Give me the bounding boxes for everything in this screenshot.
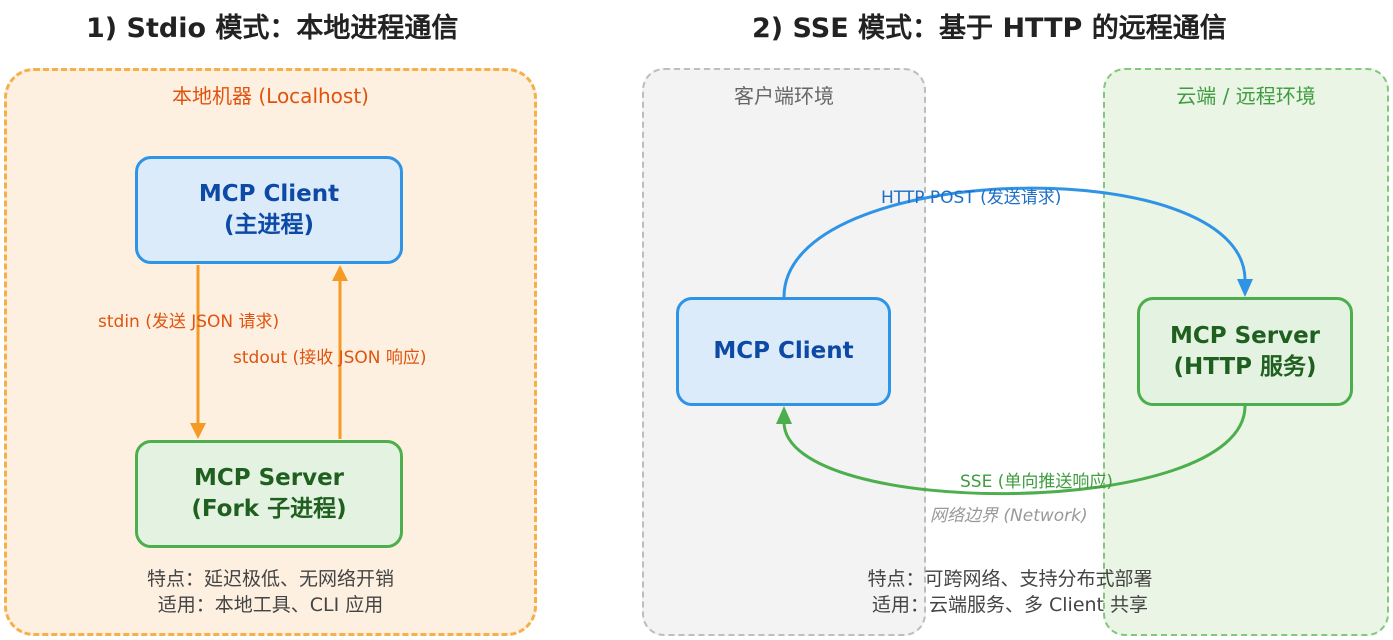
stdio-server-role: (Fork 子进程) — [191, 496, 347, 522]
sse-title: 2) SSE 模式：基于 HTTP 的远程通信 — [752, 13, 1227, 44]
stdio-server-name: MCP Server — [193, 465, 345, 491]
client-environment-label: 客户端环境 — [734, 84, 834, 108]
sse-server-name: MCP Server — [1169, 322, 1321, 349]
http-post-label: HTTP POST (发送请求) — [881, 188, 1062, 208]
network-boundary-label: 网络边界 (Network) — [930, 506, 1088, 526]
sse-server-role: (HTTP 服务) — [1173, 353, 1317, 380]
sse-notes: 特点：可跨网络、支持分布式部署 适用：云端服务、多 Client 共享 — [760, 566, 1260, 618]
sse-note-usage: 适用：云端服务、多 Client 共享 — [871, 594, 1149, 616]
sse-note-features: 特点：可跨网络、支持分布式部署 — [867, 568, 1153, 590]
sse-mcp-client-node: MCP Client — [676, 297, 891, 406]
stdio-notes: 特点：延迟极低、无网络开销 适用：本地工具、CLI 应用 — [4, 566, 537, 618]
stdio-mcp-client-node: MCP Client (主进程) — [135, 156, 403, 264]
stdio-note-features: 特点：延迟极低、无网络开销 — [146, 568, 394, 590]
http-post-arrow — [782, 186, 1253, 298]
sse-client-name: MCP Client — [713, 338, 854, 364]
stdio-client-name: MCP Client — [198, 181, 340, 207]
sse-arrow — [776, 405, 1247, 495]
stdio-client-role: (主进程) — [223, 212, 315, 238]
stdio-title: 1) Stdio 模式：本地进程通信 — [86, 13, 459, 44]
stdio-mcp-server-node: MCP Server (Fork 子进程) — [135, 440, 403, 548]
cloud-environment-label: 云端 / 远程环境 — [1176, 84, 1316, 108]
stdin-arrow — [190, 265, 206, 439]
stdin-label: stdin (发送 JSON 请求) — [98, 312, 280, 332]
stdio-note-usage: 适用：本地工具、CLI 应用 — [157, 594, 384, 616]
stdout-label: stdout (接收 JSON 响应) — [233, 348, 427, 368]
stdout-arrow — [332, 265, 348, 439]
sse-mcp-server-node: MCP Server (HTTP 服务) — [1137, 297, 1353, 406]
sse-label: SSE (单向推送响应) — [960, 472, 1113, 492]
localhost-region-label: 本地机器 (Localhost) — [172, 84, 369, 108]
